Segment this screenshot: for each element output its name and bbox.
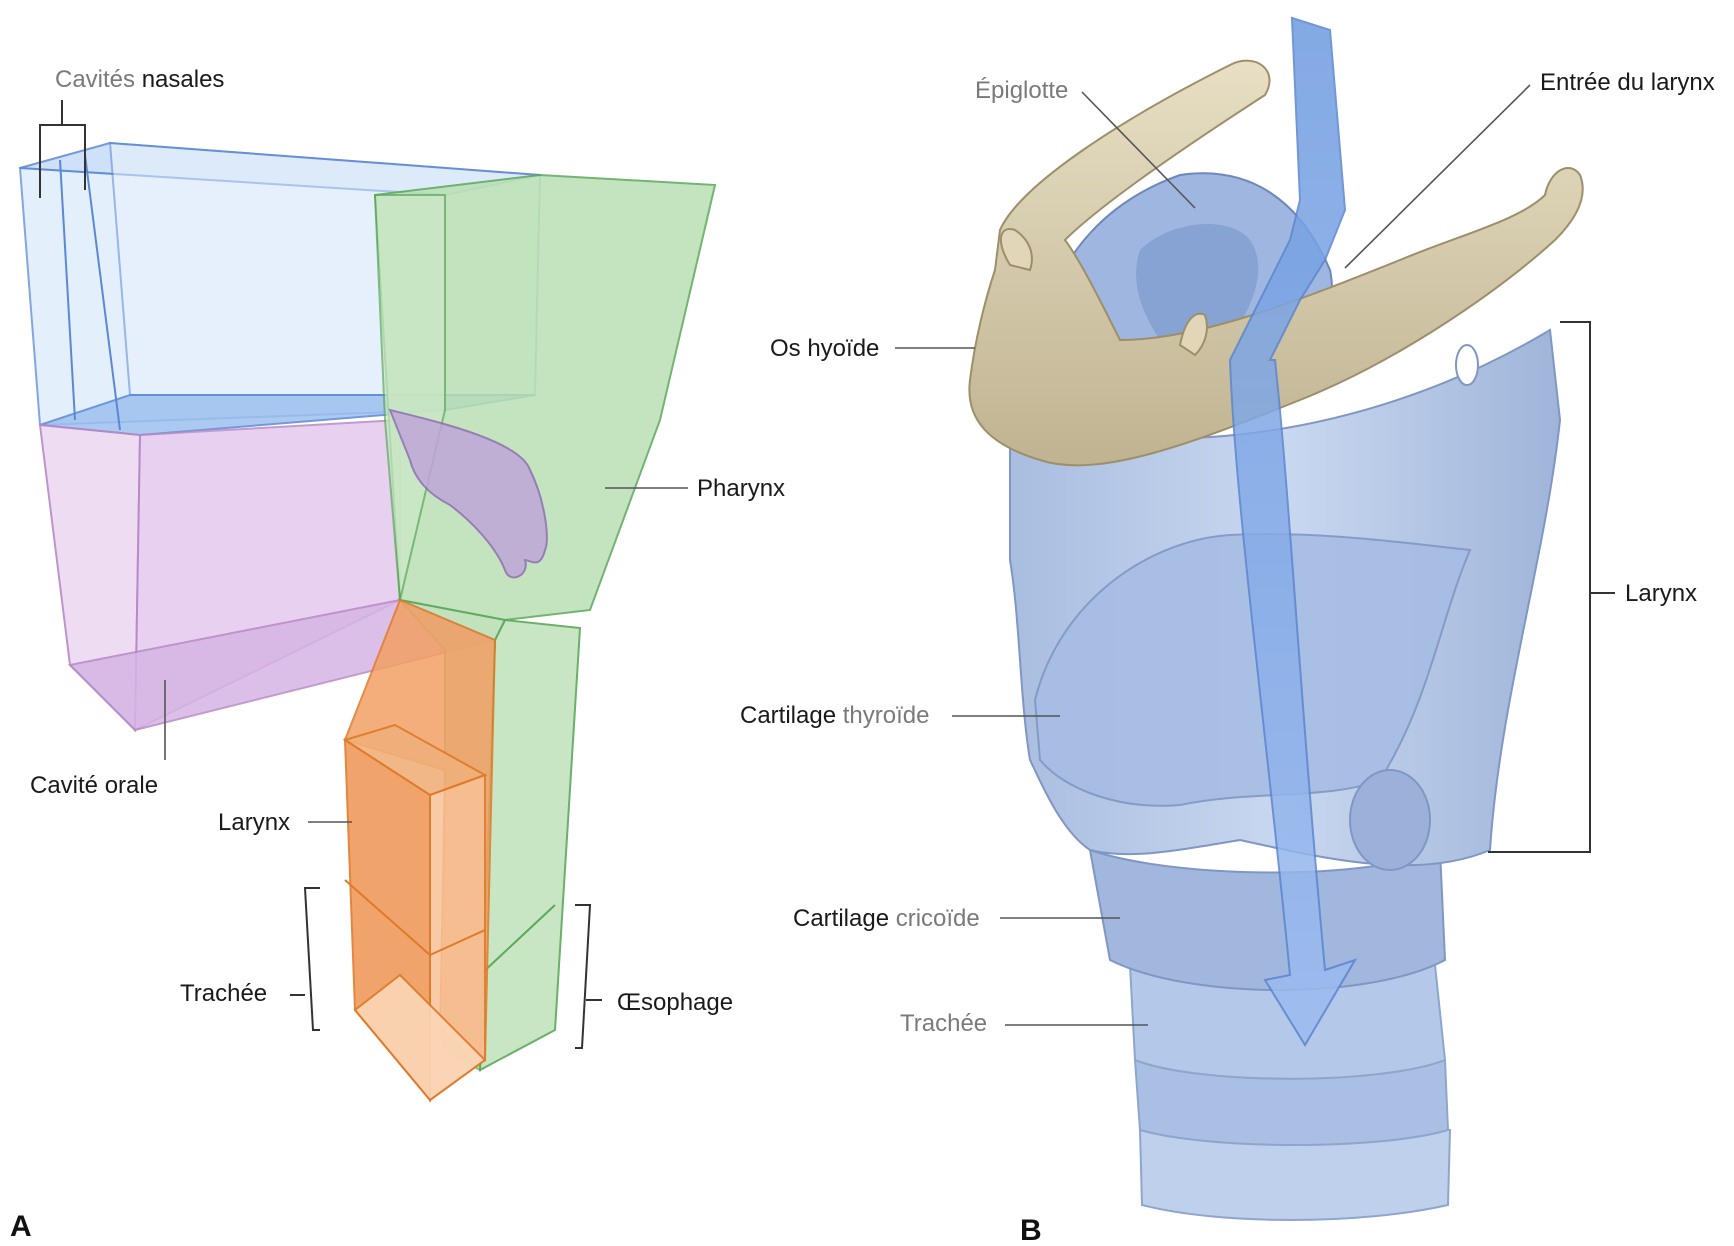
cricoid-cartilage-shape <box>1090 850 1445 990</box>
label-nasal-cavities: Cavités nasales <box>55 66 224 93</box>
label-larynx-a: Larynx <box>218 809 290 836</box>
label-esophagus: Œsophage <box>617 989 733 1016</box>
bracket-esophagus <box>575 905 602 1048</box>
label-trachea-b: Trachée <box>900 1010 987 1037</box>
membrane-foramen <box>1456 345 1478 385</box>
panel-a-diagram <box>20 143 715 1100</box>
label-larynx-b: Larynx <box>1625 580 1697 607</box>
label-epiglottis: Épiglotte <box>975 77 1068 104</box>
panel-b-illustration <box>969 18 1582 1220</box>
label-thyroid-cartilage: Cartilage thyroïde <box>740 702 929 729</box>
label-larynx-entry: Entrée du larynx <box>1540 69 1715 96</box>
panel-letter-b: B <box>1020 1214 1042 1246</box>
label-pharynx: Pharynx <box>697 475 785 502</box>
label-cricoid-cartilage: Cartilage cricoïde <box>793 905 980 932</box>
panel-letter-a: A <box>10 1210 32 1243</box>
label-hyoid: Os hyoïde <box>770 335 879 362</box>
thyroid-tubercle <box>1350 770 1430 870</box>
label-oral-cavity: Cavité orale <box>30 772 158 799</box>
bracket-trachea <box>290 888 320 1030</box>
larynx-trachea-shape <box>345 600 495 1100</box>
label-trachea-a: Trachée <box>180 980 267 1007</box>
